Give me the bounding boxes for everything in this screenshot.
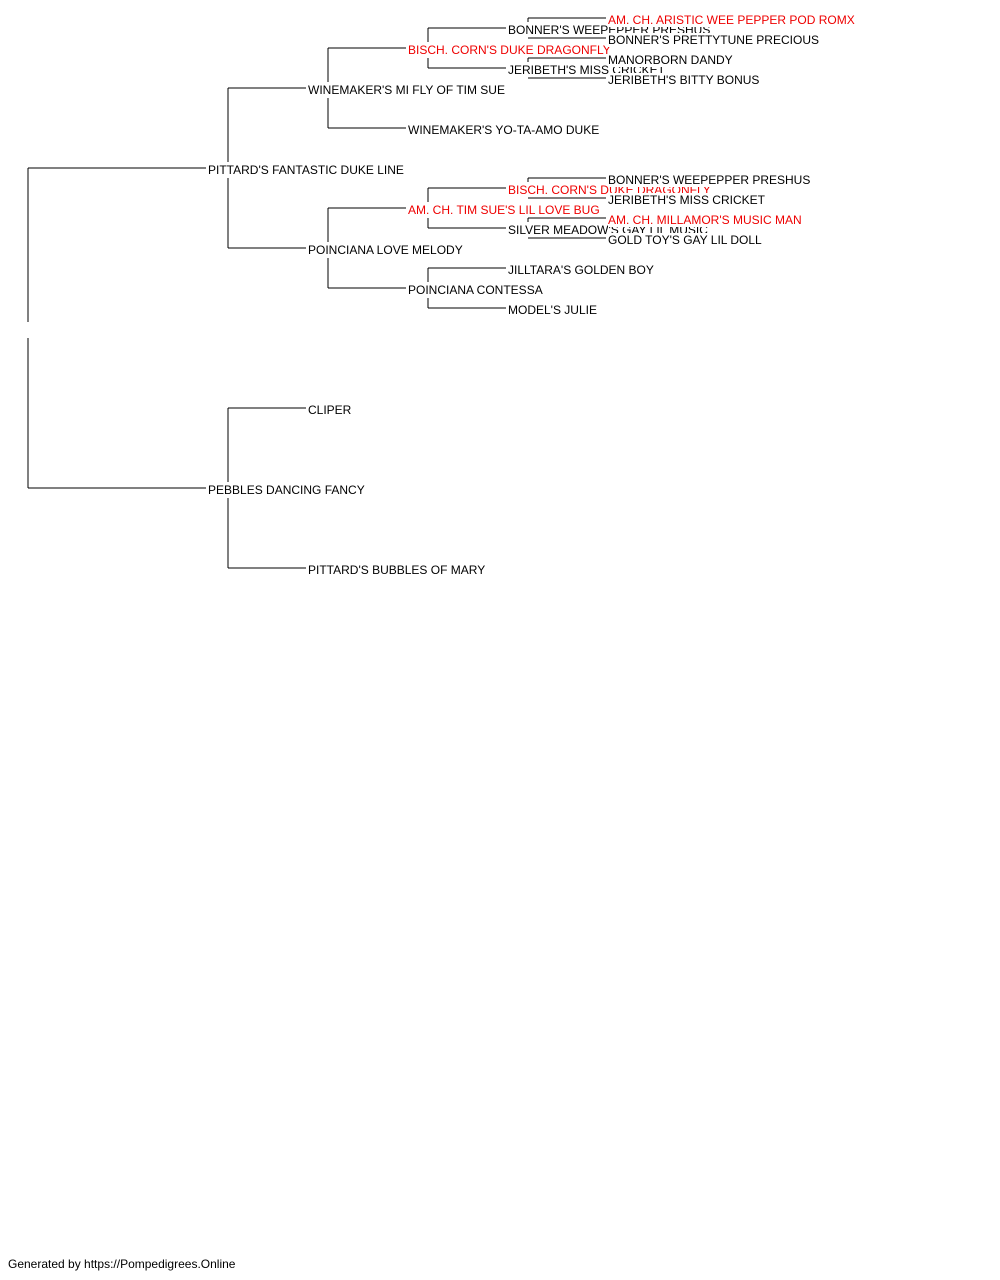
- pedigree-name: WINEMAKER'S MI FLY OF TIM SUE: [308, 83, 507, 97]
- pedigree-name: CLIPER: [308, 403, 354, 417]
- pedigree-name: AM. CH. TIM SUE'S LIL LOVE BUG: [408, 203, 602, 217]
- pedigree-name: GOLD TOY'S GAY LIL DOLL: [608, 233, 764, 247]
- pedigree-name: BONNER'S WEEPEPPER PRESHUS: [608, 173, 813, 187]
- pedigree-name: JERIBETH'S MISS CRICKET: [608, 193, 767, 207]
- pedigree-name: AM. CH. MILLAMOR'S MUSIC MAN: [608, 213, 804, 227]
- pedigree-name: POINCIANA CONTESSA: [408, 283, 545, 297]
- pedigree-name: JILLTARA'S GOLDEN BOY: [508, 263, 656, 277]
- pedigree-name: JERIBETH'S BITTY BONUS: [608, 73, 762, 87]
- pedigree-name: PITTARD'S BUBBLES OF MARY: [308, 563, 488, 577]
- pedigree-name: PITTARD'S FANTASTIC DUKE LINE: [208, 163, 406, 177]
- pedigree-name: BISCH. CORN'S DUKE DRAGONFLY: [408, 43, 613, 57]
- footer-credit: Generated by https://Pompedigrees.Online: [8, 1257, 236, 1271]
- pedigree-name: BONNER'S PRETTYTUNE PRECIOUS: [608, 33, 821, 47]
- pedigree-name: MANORBORN DANDY: [608, 53, 735, 67]
- pedigree-name: MODEL'S JULIE: [508, 303, 599, 317]
- pedigree-name: PEBBLES DANCING FANCY: [208, 483, 367, 497]
- pedigree-name: WINEMAKER'S YO-TA-AMO DUKE: [408, 123, 602, 137]
- pedigree-name: POINCIANA LOVE MELODY: [308, 243, 465, 257]
- pedigree-name: AM. CH. ARISTIC WEE PEPPER POD ROMX: [608, 13, 857, 27]
